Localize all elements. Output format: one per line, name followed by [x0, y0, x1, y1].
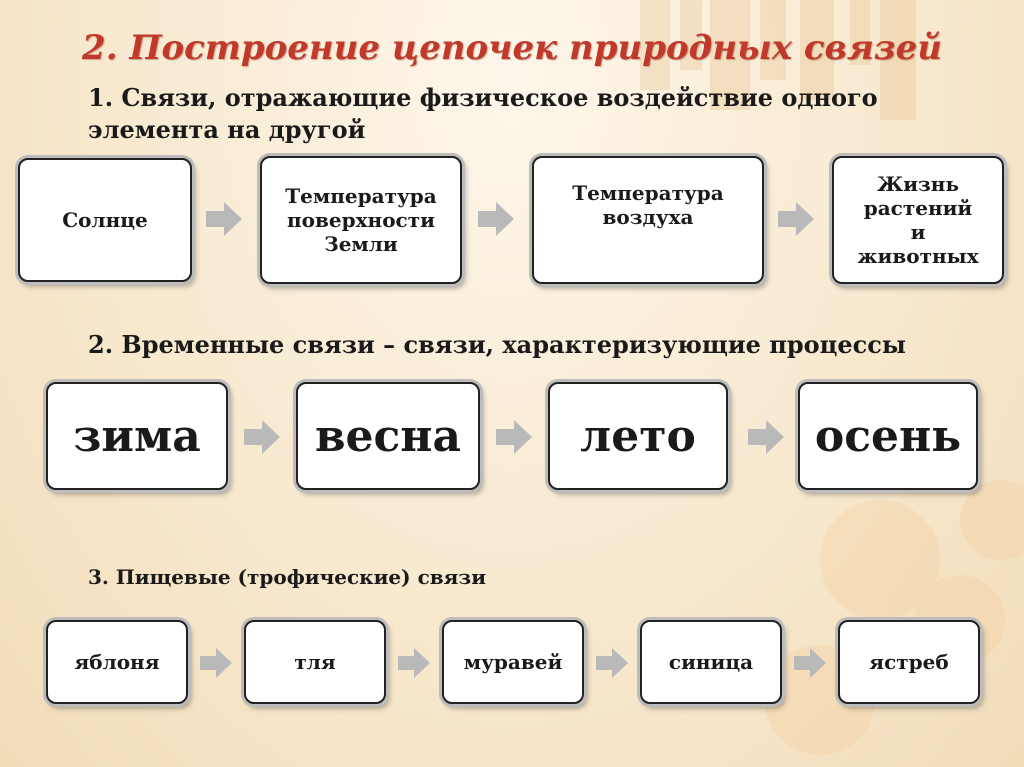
chain2-box-autumn: осень [798, 382, 978, 490]
arrow-right-icon [206, 202, 242, 236]
chain3-box-titmouse: синица [640, 620, 782, 704]
slide-title: 2. Построение цепочек природных связей [82, 28, 942, 68]
arrow-right-icon [478, 202, 514, 236]
arrow-right-icon [496, 420, 532, 454]
chain1-box-air-temperature: Температура воздуха [532, 156, 764, 284]
chain1-box-life: Жизнь растений и животных [832, 156, 1004, 284]
chain3-box-aphid: тля [244, 620, 386, 704]
chain1-box-surface-temperature: Температура поверхности Земли [260, 156, 462, 284]
chain2-box-winter: зима [46, 382, 228, 490]
arrow-right-icon [778, 202, 814, 236]
arrow-right-icon [398, 648, 430, 678]
arrow-right-icon [200, 648, 232, 678]
arrow-right-icon [794, 648, 826, 678]
arrow-right-icon [748, 420, 784, 454]
chain3-box-apple-tree: яблоня [46, 620, 188, 704]
chain2-box-summer: лето [548, 382, 728, 490]
section3-heading: 3. Пищевые (трофические) связи [88, 565, 487, 589]
chain2-box-spring: весна [296, 382, 480, 490]
chain1-box-sun: Солнце [18, 158, 192, 282]
arrow-right-icon [596, 648, 628, 678]
chain3-box-ant: муравей [442, 620, 584, 704]
chain3-box-hawk: ястреб [838, 620, 980, 704]
arrow-right-icon [244, 420, 280, 454]
section1-heading: 1. Связи, отражающие физическое воздейст… [88, 83, 878, 144]
section2-heading: 2. Временные связи – связи, характеризую… [88, 330, 906, 359]
